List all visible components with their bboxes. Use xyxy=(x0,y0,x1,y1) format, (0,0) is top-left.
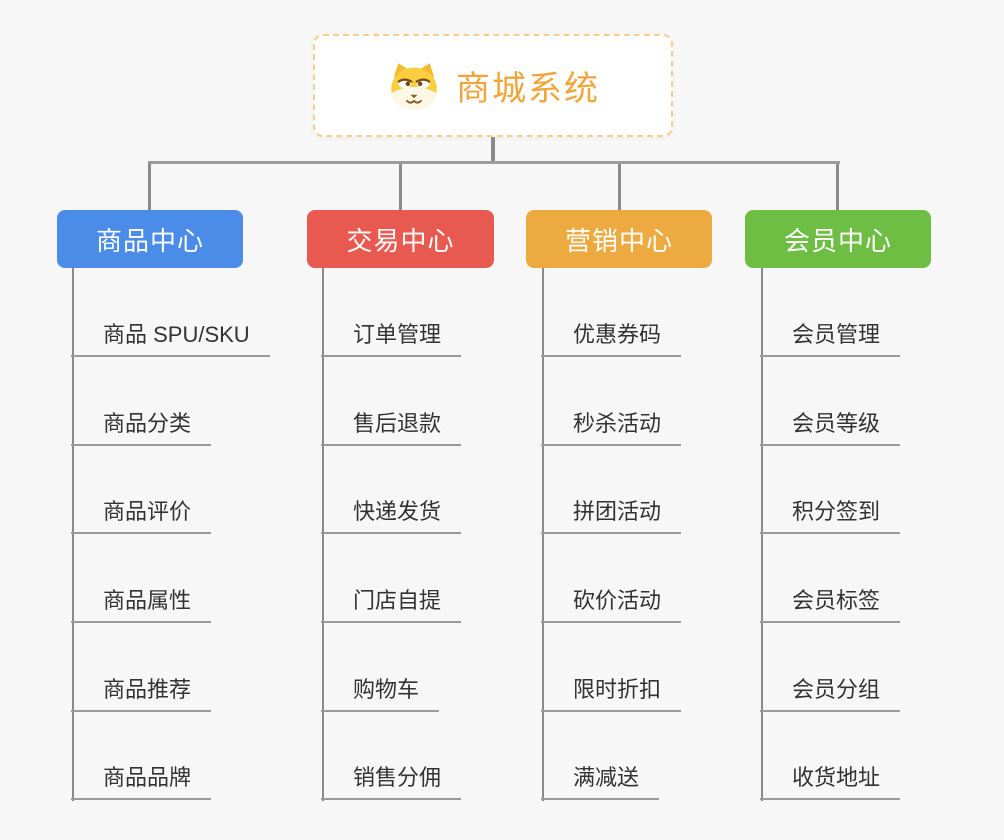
leaf-item[interactable]: 会员管理 xyxy=(760,320,901,357)
trunk-product-center xyxy=(72,268,74,801)
branch-node-marketing-center[interactable]: 营销中心 xyxy=(526,210,712,268)
leaf-item[interactable]: 满减送 xyxy=(541,763,660,800)
root-node-mall-system[interactable]: 商城系统 xyxy=(313,34,673,137)
connector-drop-member xyxy=(836,164,839,210)
branch-node-member-center[interactable]: 会员中心 xyxy=(745,210,931,268)
leaf-item[interactable]: 会员标签 xyxy=(760,586,901,623)
leaf-item[interactable]: 拼团活动 xyxy=(541,497,682,534)
branch-node-product-center[interactable]: 商品中心 xyxy=(57,210,243,268)
leaf-item[interactable]: 积分签到 xyxy=(760,497,901,534)
leaf-item[interactable]: 优惠券码 xyxy=(541,320,682,357)
leaf-item[interactable]: 订单管理 xyxy=(321,320,462,357)
connector-drop-trade xyxy=(399,164,402,210)
branch-node-trade-center[interactable]: 交易中心 xyxy=(307,210,494,268)
leaf-item[interactable]: 门店自提 xyxy=(321,586,462,623)
leaf-item[interactable]: 购物车 xyxy=(321,675,440,712)
leaf-item[interactable]: 商品品牌 xyxy=(71,763,212,800)
leaf-item[interactable]: 限时折扣 xyxy=(541,675,682,712)
leaf-item[interactable]: 商品 SPU/SKU xyxy=(71,320,270,357)
leaf-item[interactable]: 售后退款 xyxy=(321,409,462,446)
dog-face-icon xyxy=(391,62,437,110)
leaf-item[interactable]: 商品推荐 xyxy=(71,675,212,712)
leaf-item[interactable]: 销售分佣 xyxy=(321,763,462,800)
leaf-item[interactable]: 砍价活动 xyxy=(541,586,682,623)
connector-drop-marketing xyxy=(618,164,621,210)
connector-horizontal xyxy=(148,161,840,164)
trunk-member-center xyxy=(761,268,763,801)
trunk-trade-center xyxy=(322,268,324,801)
leaf-item[interactable]: 秒杀活动 xyxy=(541,409,682,446)
leaf-item[interactable]: 会员等级 xyxy=(760,409,901,446)
root-title: 商城系统 xyxy=(456,70,600,108)
connector-drop-products xyxy=(148,164,151,210)
leaf-item[interactable]: 收货地址 xyxy=(760,763,901,800)
leaf-item[interactable]: 商品分类 xyxy=(71,409,212,446)
leaf-item[interactable]: 快递发货 xyxy=(321,497,462,534)
leaf-item[interactable]: 商品评价 xyxy=(71,497,212,534)
leaf-item[interactable]: 会员分组 xyxy=(760,675,901,712)
leaf-item[interactable]: 商品属性 xyxy=(71,586,212,623)
connector-root-stem xyxy=(491,137,495,164)
trunk-marketing-center xyxy=(542,268,544,801)
